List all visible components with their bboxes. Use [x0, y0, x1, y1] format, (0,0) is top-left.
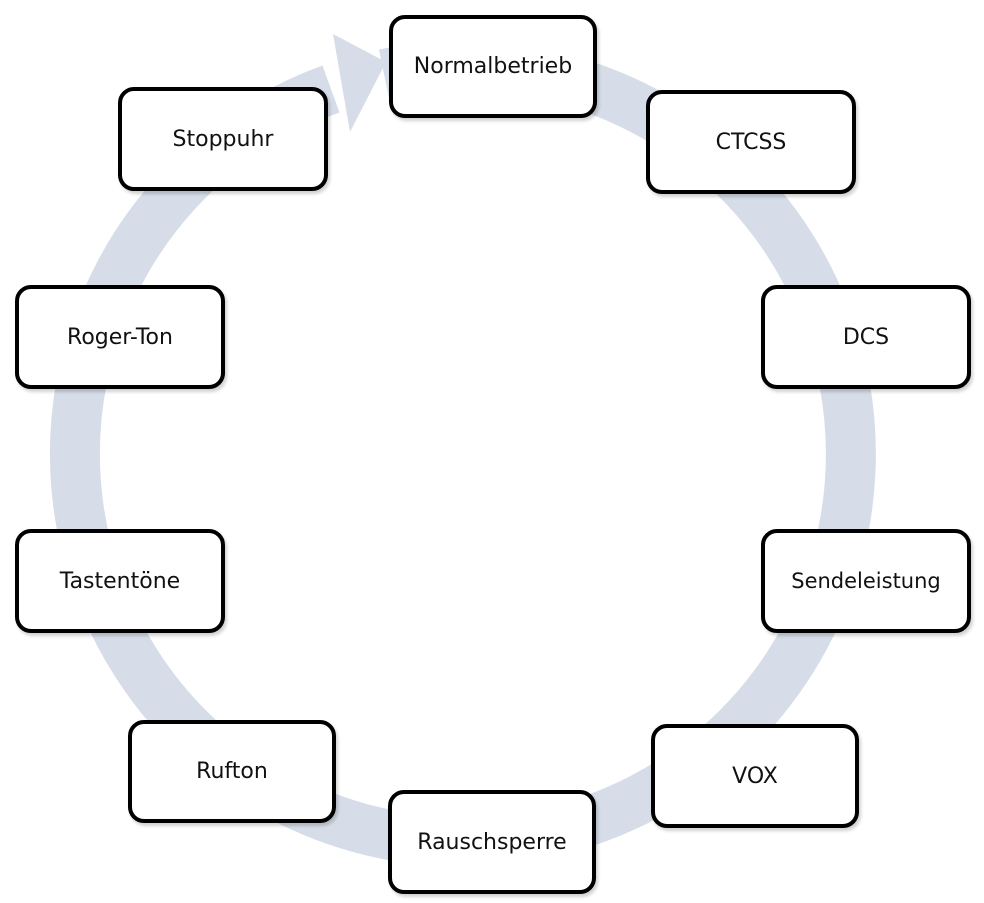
node-label: CTCSS: [715, 129, 787, 155]
node-label: VOX: [732, 763, 778, 789]
node-sendeleistung: Sendeleistung: [761, 529, 971, 633]
node-rufton: Rufton: [128, 720, 336, 823]
node-label: Normalbetrieb: [413, 54, 573, 79]
node-rauschsperre: Rauschsperre: [388, 790, 596, 894]
node-tastentoene: Tastentöne: [15, 529, 225, 633]
node-stoppuhr: Stoppuhr: [118, 87, 328, 191]
node-label: DCS: [842, 324, 890, 350]
node-label: Sendeleistung: [791, 569, 941, 593]
node-label: Tastentöne: [59, 568, 181, 594]
node-label: Rauschsperre: [417, 829, 567, 855]
node-dcs: DCS: [761, 285, 971, 389]
node-ctcss: CTCSS: [646, 90, 856, 194]
node-label: Roger-Ton: [67, 324, 173, 350]
cycle-arrowhead: [333, 34, 386, 132]
node-label: Stoppuhr: [172, 126, 274, 152]
node-roger-ton: Roger-Ton: [15, 285, 225, 389]
node-normalbetrieb: Normalbetrieb: [389, 15, 597, 118]
node-vox: VOX: [651, 724, 859, 828]
node-label: Rufton: [196, 759, 268, 784]
